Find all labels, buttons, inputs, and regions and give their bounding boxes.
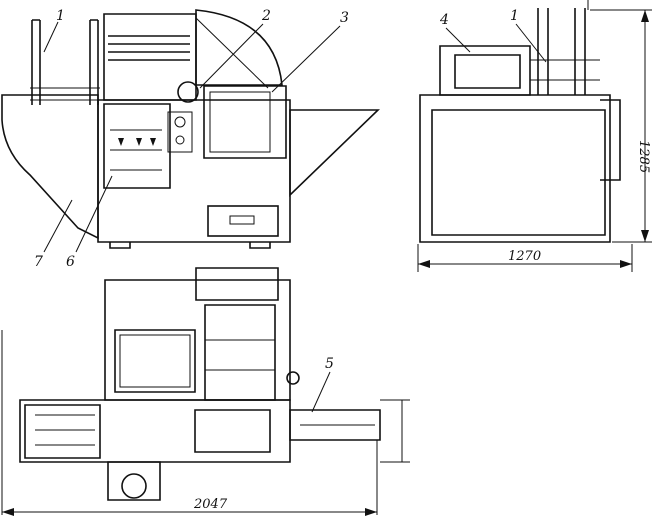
side-view: [417, 0, 652, 272]
label-6: 6: [66, 254, 75, 270]
label-3: 3: [340, 10, 349, 26]
label-2: 2: [261, 8, 271, 24]
front-view: [1, 9, 380, 249]
label-7: 7: [34, 254, 43, 270]
label-1-front: 1: [56, 8, 65, 24]
dimension-height: 1285: [636, 140, 651, 173]
label-1-side: 1: [510, 8, 519, 24]
dimension-length-top: 2047: [193, 497, 228, 512]
label-5: 5: [325, 356, 334, 372]
label-4: 4: [439, 12, 449, 28]
leader-lines: [43, 21, 547, 413]
dimension-width-side: 1270: [508, 249, 541, 264]
top-view: [1, 267, 410, 516]
